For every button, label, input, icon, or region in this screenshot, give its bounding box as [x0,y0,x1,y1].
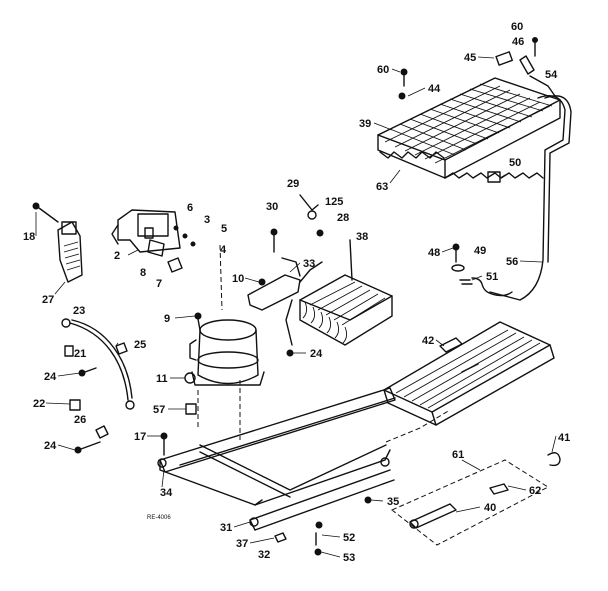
callout-54: 54 [545,69,558,81]
callout-42: 42 [422,335,434,347]
callout-27: 27 [42,294,54,306]
callout-21: 21 [74,348,86,360]
callout-37: 37 [236,538,248,550]
callout-50: 50 [509,157,521,169]
callout-63: 63 [376,181,388,193]
callout-7: 7 [156,278,162,290]
callout-61: 61 [452,449,464,461]
callout-9: 9 [164,313,170,325]
callout-44: 44 [428,83,441,95]
callout-60: 60 [377,64,389,76]
evaporator-assembly [377,37,572,301]
callout-6: 6 [187,202,193,214]
callout-17: 17 [134,431,146,443]
callout-8: 8 [140,267,146,279]
callout-51: 51 [486,271,498,283]
callout-29: 29 [287,178,299,190]
callout-35: 35 [387,496,399,508]
callout-24-left: 24 [44,371,57,383]
callout-10: 10 [232,273,244,285]
callout-26: 26 [74,414,86,426]
callout-62: 62 [529,485,541,497]
callout-leaders [35,56,557,558]
callout-57: 57 [153,404,165,416]
callout-3: 3 [204,214,210,226]
callout-52: 52 [343,532,355,544]
wire-harness [61,318,135,410]
callout-56: 56 [506,256,518,268]
callout-18: 18 [23,231,35,243]
callout-60-top: 60 [511,21,523,33]
callout-40: 40 [484,502,496,514]
callout-53: 53 [343,552,355,564]
dashed-reference-lines [197,244,451,443]
callout-33: 33 [303,258,315,270]
callout-2: 2 [114,250,120,262]
callout-34: 34 [160,487,173,499]
callout-5: 5 [221,223,227,235]
callout-38: 38 [356,231,368,243]
callout-30: 30 [266,201,278,213]
callout-39: 39 [359,118,371,130]
callout-49: 49 [474,245,486,257]
compressor-bracket [247,228,323,311]
callout-22: 22 [33,398,45,410]
callout-45: 45 [464,52,476,64]
callout-41: 41 [558,432,570,444]
relay-cover [32,202,83,283]
callout-125: 125 [325,196,343,208]
footer-code: RE-4006 [147,515,171,521]
condenser [285,239,393,357]
callout-46: 46 [512,36,524,48]
callout-48: 48 [428,247,440,259]
callout-25: 25 [134,339,146,351]
callout-24-low: 24 [44,440,57,452]
callout-4: 4 [220,244,227,256]
callout-labels: 60 46 45 54 60 44 39 63 50 29 125 28 30 … [23,21,570,564]
callout-32: 32 [258,549,270,561]
callout-11: 11 [156,373,168,385]
callout-24-mid: 24 [310,348,323,360]
clip-parts [299,194,324,237]
callout-28: 28 [337,212,349,224]
control-bracket [111,209,196,273]
callout-23: 23 [73,305,85,317]
service-kit [391,452,561,546]
base-frame [157,387,396,556]
valve-parts [451,243,513,297]
callout-31: 31 [220,522,232,534]
drain-pan [383,321,555,426]
compressor [184,312,265,415]
